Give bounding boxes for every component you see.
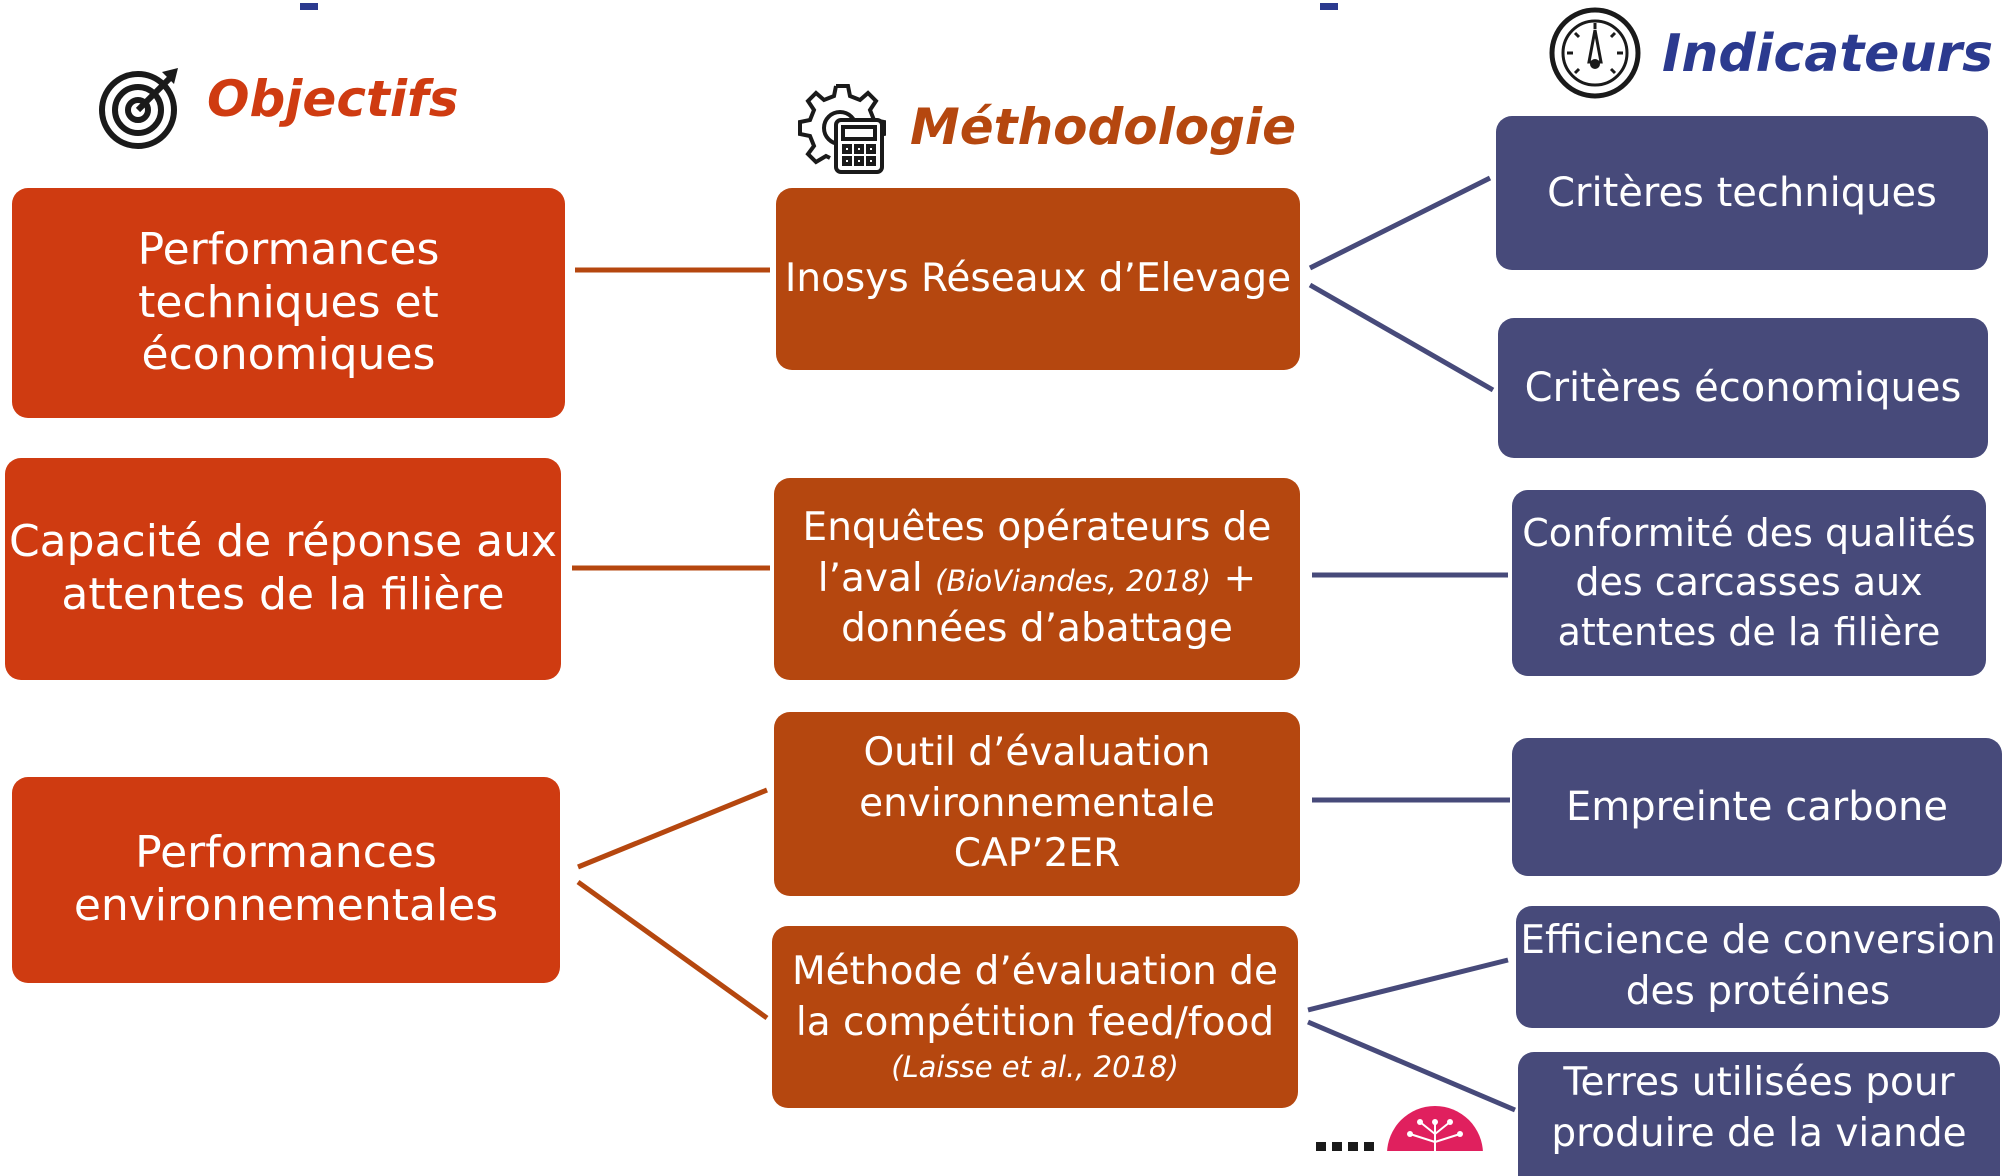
objectif-line: Performances: [137, 223, 440, 275]
indicateur-conformite-carcasses: Conformité des qualités des carcasses au…: [1512, 490, 1986, 676]
target-icon: [98, 64, 184, 155]
indicateur-criteres-economiques: Critères économiques: [1498, 318, 1988, 458]
methodologie-line-mixed: l’aval (BioViandes, 2018) +: [818, 554, 1256, 605]
indicateur-empreinte-carbone: Empreinte carbone: [1512, 738, 2002, 876]
heading-objectifs: Objectifs: [207, 70, 459, 128]
connector-met1-ind2: [1308, 282, 1495, 393]
objectif-performances-environnementales: Performances environnementales: [12, 777, 560, 983]
methodologie-line: Inosys Réseaux d’Elevage: [784, 255, 1292, 301]
objectif-line: Capacité de réponse aux: [8, 516, 558, 568]
connector-met1-ind1: [1308, 175, 1492, 271]
methodologie-feed-food: Méthode d’évaluation de la compétition f…: [772, 926, 1298, 1108]
indicateur-terres-utilisees: Terres utilisées pour produire de la via…: [1518, 1052, 2000, 1176]
methodologie-line: Méthode d’évaluation de: [791, 949, 1279, 995]
objectif-line: attentes de la filière: [61, 569, 505, 620]
indicateur-line: Empreinte carbone: [1565, 784, 1949, 830]
methodologie-line: Enquêtes opérateurs de: [802, 504, 1272, 550]
logo: [1310, 1104, 1490, 1176]
objectif-line: Performances: [135, 827, 437, 879]
connector-lines: [572, 175, 1516, 1113]
clipped-title-shapes: [300, 3, 1338, 10]
methodologie-line: CAP’2ER: [953, 831, 1121, 877]
methodologie-inosys: Inosys Réseaux d’Elevage: [776, 188, 1300, 370]
objectif-line: techniques et: [138, 276, 439, 328]
methodologie-citation: (Laisse et al., 2018): [891, 1049, 1179, 1084]
connector-obj3-met4: [576, 879, 769, 1021]
objectif-performances-techniques: Performances techniques et économiques: [12, 188, 565, 418]
connector-met4-ind6: [1307, 1019, 1516, 1113]
connector-obj3-met3: [577, 787, 768, 870]
connector-met4-ind5: [1307, 957, 1509, 1013]
methodologie-line: Outil d’évaluation: [863, 729, 1211, 775]
indicateur-efficience-proteines: Efficience de conversion des protéines: [1516, 906, 2000, 1028]
heading-indicateurs: Indicateurs: [1662, 24, 1994, 84]
methodologie-line: données d’abattage: [841, 606, 1233, 652]
objectif-line: environnementales: [73, 880, 499, 931]
gear-calculator-icon: [796, 80, 892, 179]
indicateur-criteres-techniques: Critères techniques: [1496, 116, 1988, 270]
indicateur-line: attentes de la filière: [1557, 609, 1941, 654]
methodologie-line: la compétition feed/food: [795, 1000, 1275, 1046]
indicateur-line: Conformité des qualités: [1522, 510, 1976, 555]
indicateur-line: des protéines: [1625, 969, 1891, 1014]
methodologie-enquetes: Enquêtes opérateurs de l’aval (BioViande…: [774, 478, 1300, 680]
indicateur-line: produire de la viande: [1551, 1110, 1967, 1156]
indicateur-line: Terres utilisées pour: [1563, 1060, 1955, 1105]
objectif-capacite-reponse: Capacité de réponse aux attentes de la f…: [5, 458, 561, 680]
indicateur-line: Efficience de conversion: [1520, 918, 1996, 964]
methodologie-line: environnementale: [859, 780, 1215, 826]
methodologie-citation: (BioViandes, 2018): [935, 563, 1212, 598]
indicateur-line: Critères techniques: [1547, 170, 1937, 216]
methodologie-cap2er: Outil d’évaluation environnementale CAP’…: [774, 712, 1300, 896]
objectif-line: économiques: [141, 329, 436, 381]
gauge-icon: [1548, 6, 1642, 105]
heading-methodologie: Méthodologie: [910, 98, 1296, 156]
methodologie-text: l’aval: [817, 555, 923, 601]
clipped-title-strip: [0, 0, 2005, 10]
indicateur-line: Critères économiques: [1524, 365, 1962, 411]
methodologie-text: +: [1211, 555, 1257, 601]
indicateur-line: des carcasses aux: [1575, 560, 1923, 605]
